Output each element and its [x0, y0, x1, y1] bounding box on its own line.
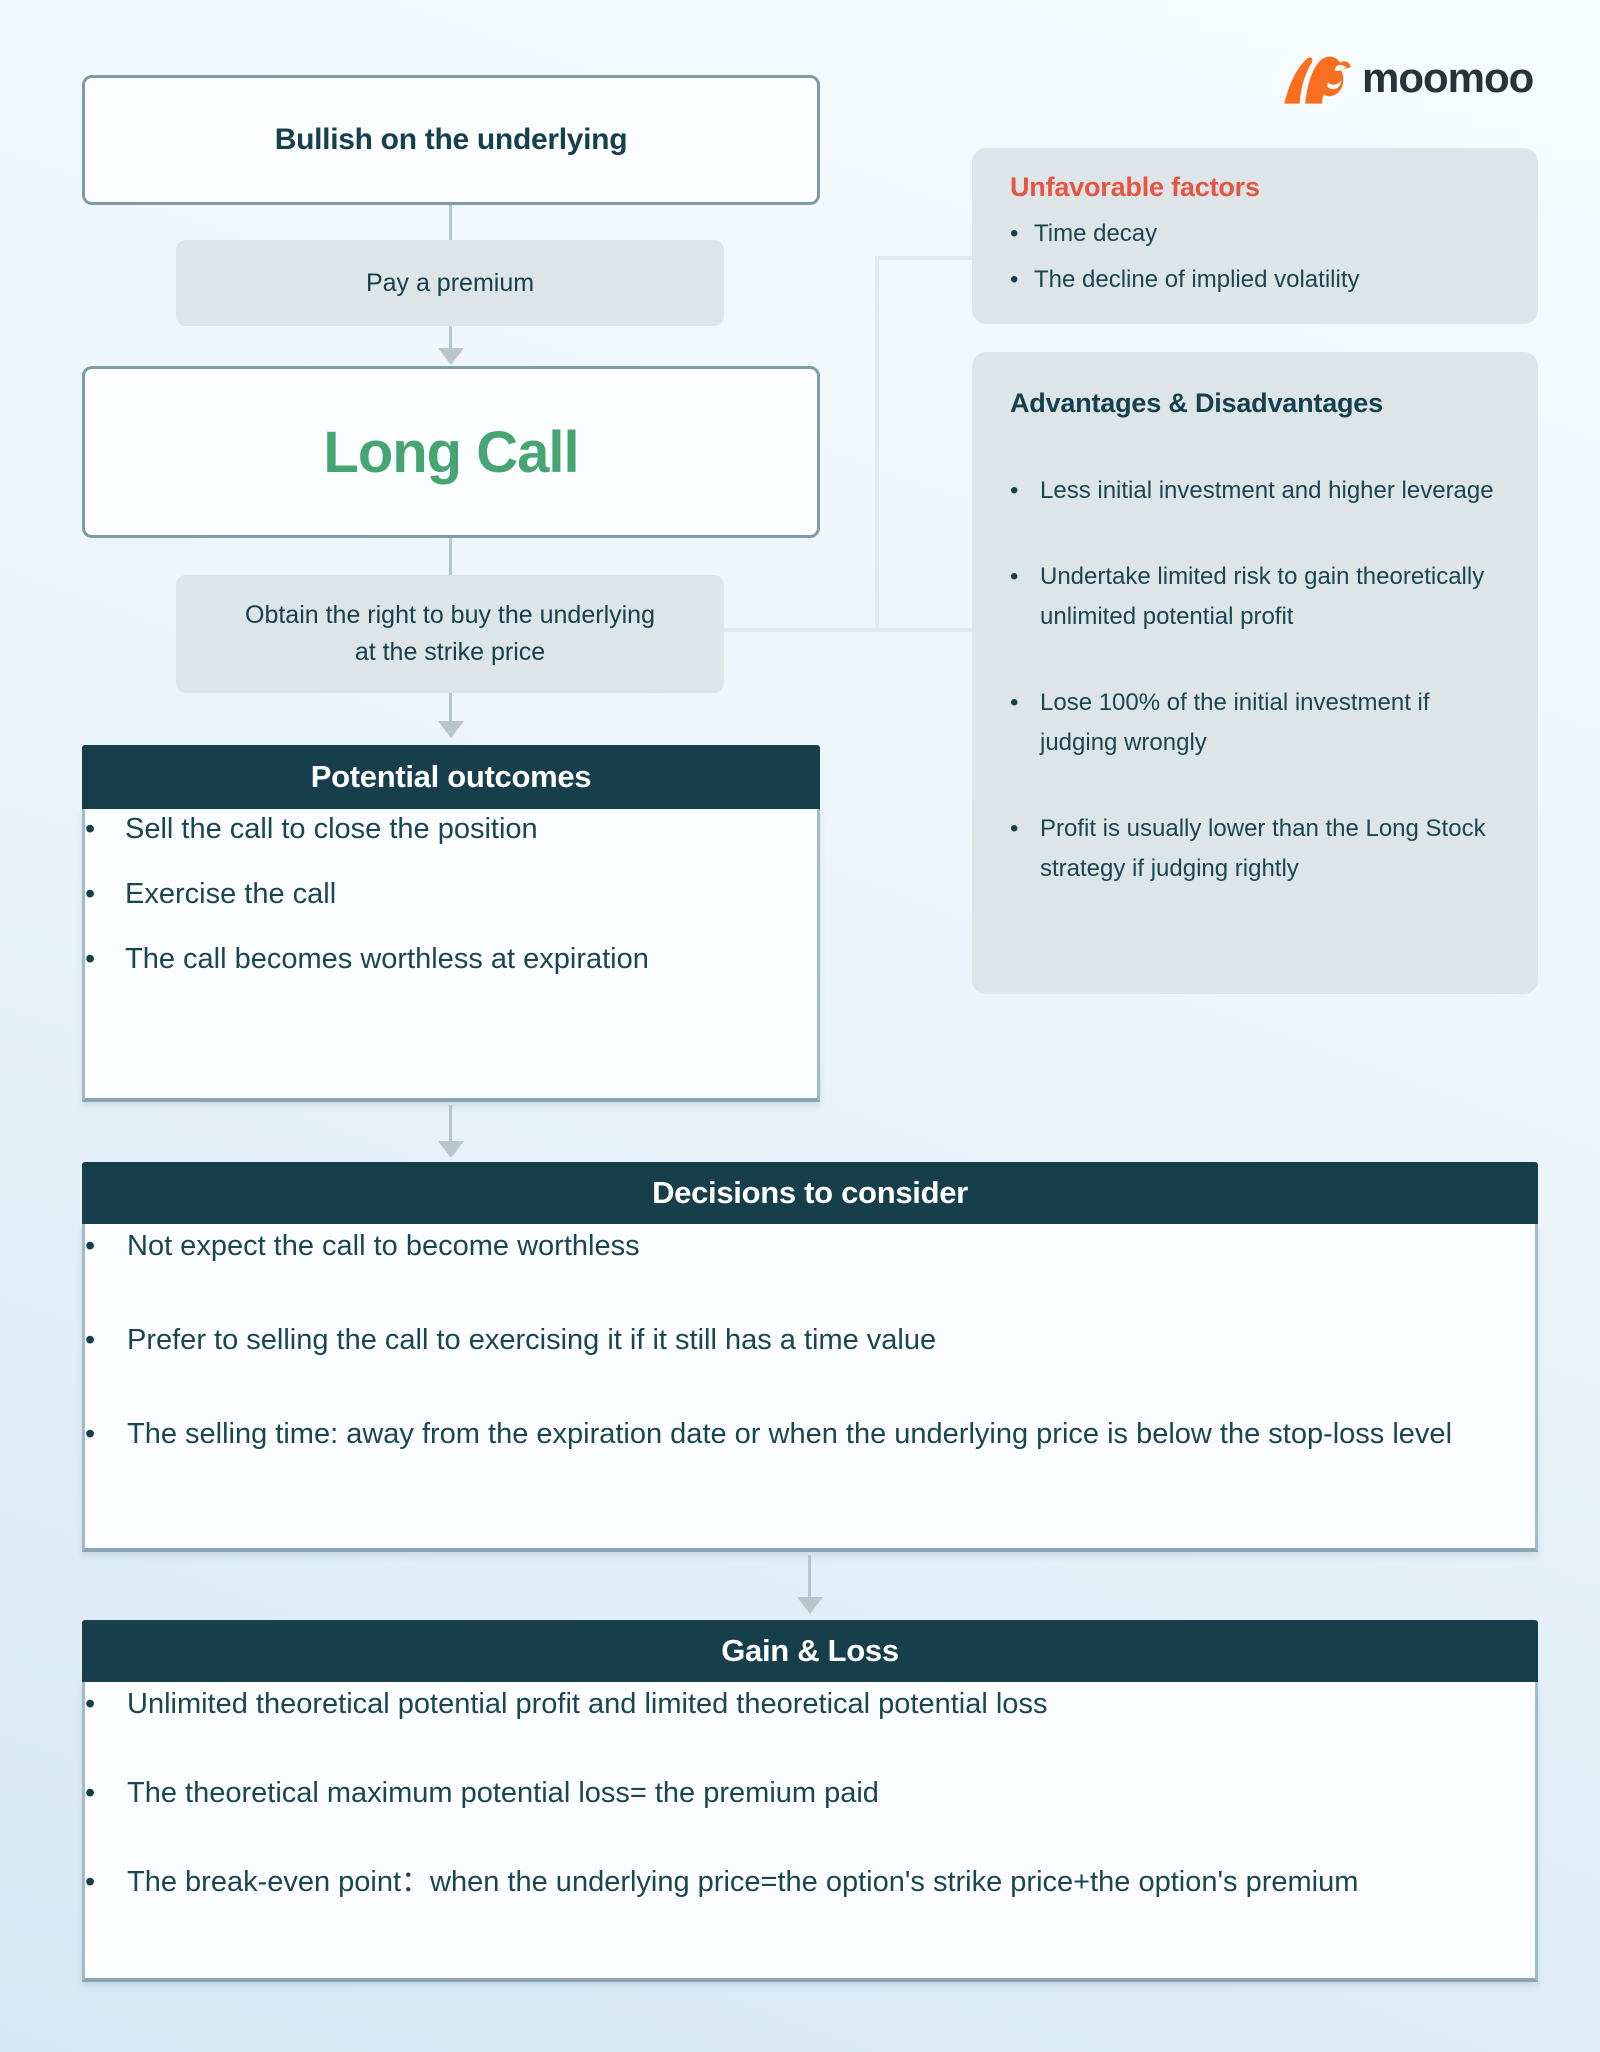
- arrowhead-outcomes-to-decisions: [438, 1141, 464, 1158]
- list-item: The break-even point：when the underlying…: [85, 1860, 1535, 1904]
- connector-outcomes-to-decisions: [449, 1105, 452, 1143]
- potential-outcomes-header: Potential outcomes: [82, 745, 820, 809]
- connector-line-vertical: [875, 256, 879, 632]
- list-item: The selling time: away from the expirati…: [85, 1412, 1535, 1456]
- potential-outcomes-body: Sell the call to close the position Exer…: [82, 809, 820, 1102]
- connector-decisions-to-gainloss: [808, 1555, 811, 1599]
- list-item: The decline of implied volatility: [1010, 257, 1508, 303]
- arrowhead-decisions-to-gainloss: [797, 1597, 823, 1614]
- list-item: Unlimited theoretical potential profit a…: [85, 1682, 1535, 1726]
- connector-obtain-to-outcomes: [449, 693, 452, 723]
- bullish-box: Bullish on the underlying: [82, 75, 820, 205]
- unfavorable-factors-box: Unfavorable factors Time decay The decli…: [972, 148, 1538, 324]
- gain-loss-list: Unlimited theoretical potential profit a…: [85, 1682, 1535, 1904]
- connector-line-to-unfavorable: [875, 256, 972, 260]
- gain-loss-box: Gain & Loss Unlimited theoretical potent…: [82, 1620, 1538, 1982]
- moomoo-wordmark: moomoo: [1362, 54, 1534, 101]
- decisions-header: Decisions to consider: [82, 1162, 1538, 1224]
- gain-loss-title: Gain & Loss: [721, 1633, 899, 1668]
- potential-outcomes-title: Potential outcomes: [310, 759, 592, 794]
- gain-loss-header: Gain & Loss: [82, 1620, 1538, 1682]
- connector-pay-to-longcall: [449, 326, 452, 350]
- decisions-box: Decisions to consider Not expect the cal…: [82, 1162, 1538, 1552]
- obtain-right-box: Obtain the right to buy the underlying a…: [176, 575, 724, 693]
- list-item: The call becomes worthless at expiration: [85, 939, 685, 979]
- arrowhead-obtain-to-outcomes: [438, 721, 464, 738]
- moomoo-logo: moomoo: [1280, 50, 1534, 106]
- connector-line-obtain-to-panels: [717, 628, 975, 632]
- long-call-box: Long Call: [82, 366, 820, 538]
- list-item: Exercise the call: [85, 874, 685, 914]
- decisions-body: Not expect the call to become worthless …: [82, 1224, 1538, 1552]
- list-item: Not expect the call to become worthless: [85, 1224, 1535, 1268]
- pay-premium-label: Pay a premium: [365, 268, 535, 297]
- connector-bullish-to-pay: [449, 205, 452, 240]
- list-item: Profit is usually lower than the Long St…: [1010, 809, 1496, 889]
- potential-outcomes-list: Sell the call to close the position Exer…: [85, 809, 817, 979]
- list-item: Less initial investment and higher lever…: [1010, 471, 1496, 511]
- unfavorable-factors-title: Unfavorable factors: [1010, 172, 1260, 202]
- connector-longcall-to-obtain: [449, 538, 452, 575]
- advantages-list: Less initial investment and higher lever…: [1010, 471, 1496, 889]
- advantages-box: Advantages & Disadvantages Less initial …: [972, 352, 1538, 994]
- pay-premium-box: Pay a premium: [176, 240, 724, 326]
- unfavorable-factors-list: Time decay The decline of implied volati…: [1010, 211, 1508, 303]
- decisions-title: Decisions to consider: [652, 1175, 968, 1210]
- list-item: Lose 100% of the initial investment if j…: [1010, 683, 1496, 763]
- potential-outcomes-box: Potential outcomes Sell the call to clos…: [82, 745, 820, 1102]
- long-call-label: Long Call: [323, 419, 579, 485]
- bullish-label: Bullish on the underlying: [274, 123, 628, 156]
- arrowhead-pay-to-longcall: [438, 348, 464, 365]
- advantages-title: Advantages & Disadvantages: [1010, 388, 1383, 418]
- gain-loss-body: Unlimited theoretical potential profit a…: [82, 1682, 1538, 1982]
- list-item: Undertake limited risk to gain theoretic…: [1010, 557, 1496, 637]
- list-item: Prefer to selling the call to exercising…: [85, 1318, 1535, 1362]
- moomoo-bull-icon: [1284, 56, 1351, 104]
- list-item: Time decay: [1010, 211, 1508, 257]
- list-item: The theoretical maximum potential loss= …: [85, 1771, 1535, 1815]
- list-item: Sell the call to close the position: [85, 809, 685, 849]
- decisions-list: Not expect the call to become worthless …: [85, 1224, 1535, 1456]
- obtain-right-label: Obtain the right to buy the underlying a…: [245, 601, 655, 666]
